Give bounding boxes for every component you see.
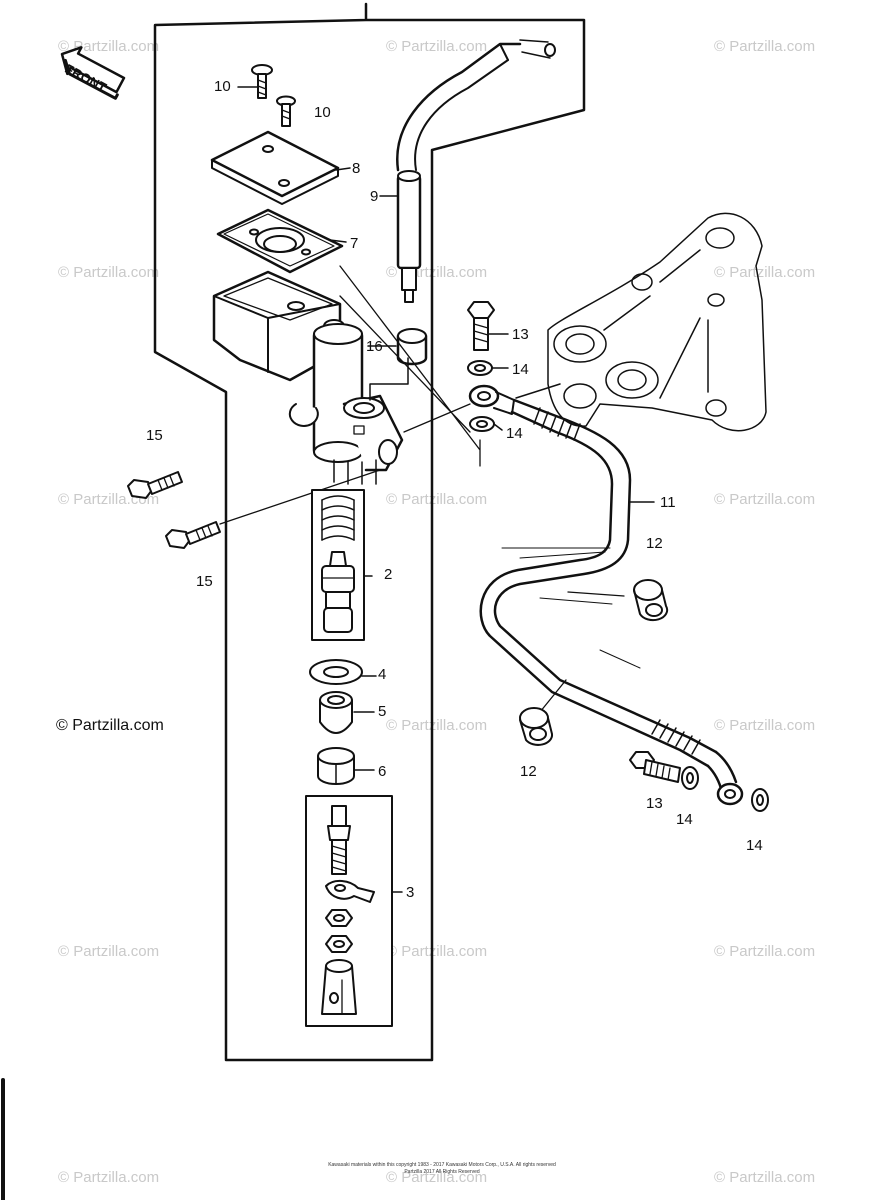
watermark: © Partzilla.com (714, 1169, 816, 1186)
watermark: © Partzilla.com (386, 491, 488, 508)
watermark: © Partzilla.com (58, 943, 160, 960)
watermark: © Partzilla.com (386, 717, 488, 734)
callout-5: 5 (378, 703, 387, 720)
leader-lines (339, 265, 481, 467)
bolt-15-lower (165, 469, 381, 549)
callout-10-upper: 10 (214, 78, 231, 95)
diaphragm-7 (216, 208, 344, 274)
callout-12-lower: 12 (520, 763, 537, 780)
callout-4: 4 (378, 666, 387, 683)
washer-14-lower (469, 416, 495, 432)
reservoir-cap-8 (210, 130, 340, 205)
callout-3: 3 (406, 884, 415, 901)
grommet-12-upper (633, 579, 669, 622)
copyright-label: © Partzilla.com (56, 717, 164, 734)
watermark: © Partzilla.com (58, 264, 160, 281)
banjo-fitting-lower (716, 782, 744, 806)
grommet-12-lower (519, 707, 554, 746)
watermark: © Partzilla.com (386, 38, 488, 55)
callout-12-upper: 12 (646, 535, 663, 552)
push-rod-assembly-3 (305, 795, 393, 1027)
callout-6: 6 (378, 763, 387, 780)
washer-14-upper (467, 360, 493, 376)
stopper-ring-6 (317, 747, 355, 785)
master-cylinder-body (212, 270, 404, 485)
callout-13-upper: 13 (512, 326, 529, 343)
brake-hose-11 (479, 398, 738, 794)
callout-16: 16 (366, 338, 383, 355)
callout-9: 9 (370, 188, 379, 205)
grommet-16 (369, 328, 428, 401)
primary-cup-4 (309, 659, 363, 685)
group-outline (153, 2, 586, 1062)
watermark: © Partzilla.com (386, 943, 488, 960)
callout-2: 2 (384, 566, 393, 583)
banjo-fitting (468, 384, 515, 415)
front-arrow (60, 46, 126, 100)
watermark: © Partzilla.com (714, 717, 816, 734)
callout-11: 11 (660, 494, 676, 511)
banjo-bolt-13-lower (629, 751, 681, 783)
watermark: © Partzilla.com (714, 491, 816, 508)
callout-13-lower: 13 (646, 795, 663, 812)
callout-14-lower-right: 14 (746, 837, 763, 854)
callout-14-middle: 14 (506, 425, 523, 442)
reservoir-hose-9 (396, 39, 556, 303)
footer-note: Kawasaki materials within this copyright… (312, 1162, 572, 1176)
callout-7: 7 (350, 235, 359, 252)
bolt-15-upper (127, 471, 183, 499)
callout-8: 8 (352, 160, 361, 177)
callout-14-lower-left: 14 (676, 811, 693, 828)
watermark: © Partzilla.com (714, 264, 816, 281)
screw-10-upper (251, 64, 273, 99)
callout-14-upper: 14 (512, 361, 529, 378)
callout-leaders (237, 86, 655, 893)
washer-14-lower-left (681, 766, 699, 790)
watermark: © Partzilla.com (714, 943, 816, 960)
banjo-bolt-13-upper (467, 301, 495, 351)
callout-15-upper: 15 (146, 427, 163, 444)
secondary-cup-5 (319, 691, 353, 734)
watermark: © Partzilla.com (714, 38, 816, 55)
footer-line: Partzilla 2017 All Rights Reserved (404, 1169, 480, 1175)
watermark: © Partzilla.com (386, 1169, 488, 1186)
watermark: © Partzilla.com (58, 1169, 160, 1186)
callout-10-lower: 10 (314, 104, 331, 121)
callout-15-lower: 15 (196, 573, 213, 590)
screw-10-lower (276, 95, 296, 127)
watermark: © Partzilla.com (58, 38, 160, 55)
washer-14-lower-right (751, 788, 769, 812)
caliper-bracket (515, 212, 767, 432)
piston-assembly-2 (311, 489, 365, 641)
footer-line: Kawasaki materials within this copyright… (328, 1162, 556, 1168)
